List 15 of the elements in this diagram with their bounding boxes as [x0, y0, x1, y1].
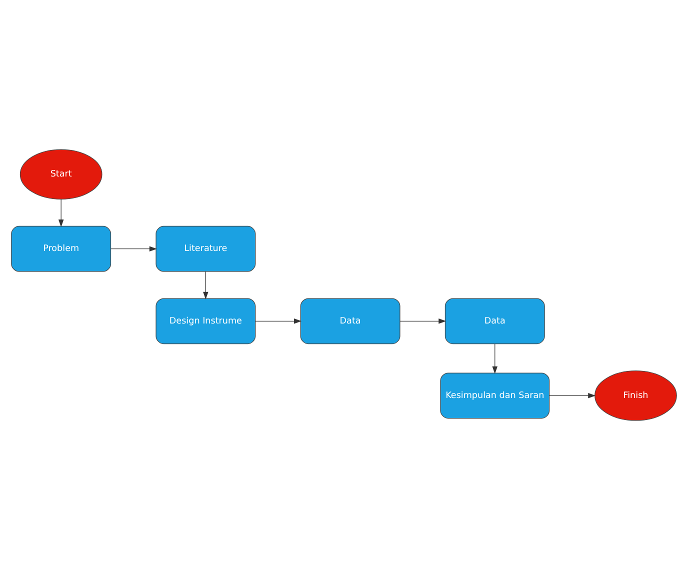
arrow — [492, 344, 498, 374]
arrow — [110, 246, 157, 252]
node-box: Data — [300, 298, 400, 344]
node-box: Data — [444, 298, 545, 344]
node-box: Problem — [11, 226, 112, 272]
arrow — [255, 318, 302, 324]
node-ellipse: Start — [20, 149, 102, 200]
node-box: Design Instrume — [156, 298, 256, 344]
node-box: Literature — [156, 226, 256, 272]
node-box: Kesimpulan dan Saran — [440, 372, 550, 419]
arrow — [203, 271, 208, 300]
arrow — [58, 199, 64, 228]
arrow — [400, 318, 446, 324]
node-ellipse: Finish — [594, 370, 677, 421]
arrow — [549, 393, 596, 398]
